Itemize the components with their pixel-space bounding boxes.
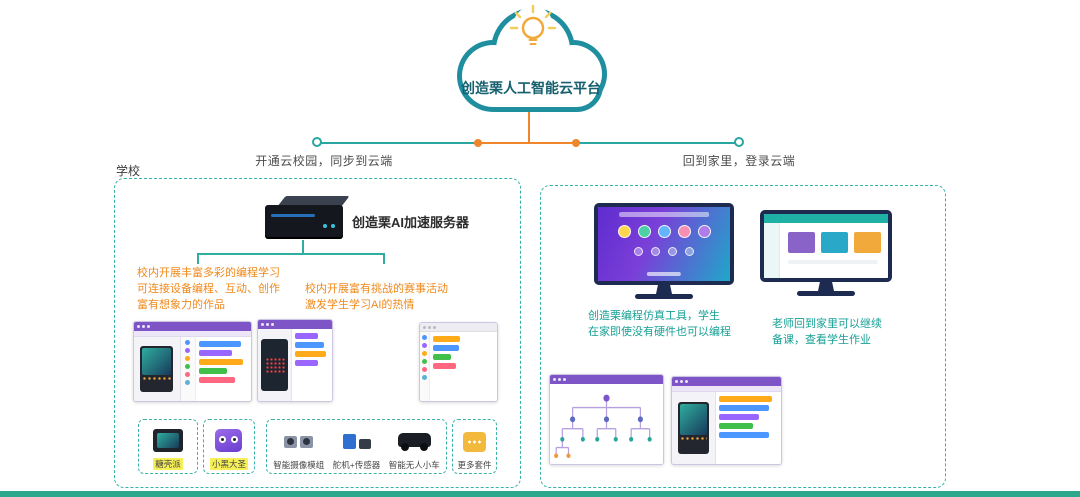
board-preview-panel <box>258 329 293 401</box>
device-preview-panel <box>134 337 181 401</box>
branch-line <box>197 253 199 264</box>
flow-label-school: 开通云校园，同步到云端 <box>255 154 393 168</box>
code-blocks <box>292 329 332 401</box>
flow-node-mid-right <box>572 139 580 147</box>
portal-screen <box>764 214 888 278</box>
branch-line <box>302 240 304 254</box>
kit-item: 糖壳派 <box>153 424 183 470</box>
flow-node-mid-left <box>474 139 482 147</box>
home-note-2: 老师回到家里可以继续 备课，查看学生作业 <box>772 318 882 346</box>
servo-sensor-icon <box>342 434 371 450</box>
block-palette <box>180 337 196 401</box>
kit-label: 智能无人小车 <box>388 459 440 470</box>
ai-server-label: 创造栗AI加速服务器 <box>352 215 470 230</box>
code-blocks <box>430 332 467 401</box>
lightbulb-icon <box>509 4 557 45</box>
flow-line-right <box>576 142 738 144</box>
school-note-1: 校内开展丰富多彩的编程学习 可连接设备编程、互动、创作 富有想象力的作品 <box>137 267 280 311</box>
flow-line-mid <box>480 142 576 144</box>
robot-car-icon <box>397 432 431 451</box>
window-toolbar <box>672 386 781 392</box>
flow-line-left <box>318 142 480 144</box>
home-zone <box>540 185 946 488</box>
camera-module-icon <box>284 435 314 448</box>
kit-item: 小黑大圣 <box>209 424 248 470</box>
school-zone-label: 学校 <box>116 164 141 178</box>
tablet-device-icon <box>153 429 183 453</box>
window-titlebar <box>672 377 781 386</box>
kit-box-more: 更多套件 <box>452 419 497 474</box>
school-zone <box>114 178 521 488</box>
screenshot-board-ide <box>257 319 333 402</box>
platform-screen <box>598 207 730 281</box>
kit-item: 智能摄像模组 <box>273 424 324 470</box>
tree-diagram <box>554 394 652 459</box>
simulation-monitor-icon <box>594 203 734 299</box>
screenshot-simulation-ide <box>671 376 782 465</box>
kit-label: 糖壳派 <box>153 457 183 470</box>
cloud-icon: 创造栗人工智能云平台 <box>457 4 607 112</box>
screenshot-coding-ide <box>133 321 252 402</box>
stage-canvas <box>466 332 497 401</box>
kit-box-robot: 小黑大圣 <box>203 419 255 474</box>
robot-device-icon <box>215 429 243 453</box>
branch-line <box>383 253 385 264</box>
flow-node-left <box>312 137 322 147</box>
teacher-monitor-icon <box>760 210 892 296</box>
screenshot-node-graph <box>549 374 664 465</box>
cloud-title: 创造栗人工智能云平台 <box>460 80 601 96</box>
branch-line <box>197 253 384 255</box>
window-titlebar <box>550 375 663 384</box>
kit-label: 舵机+传感器 <box>332 459 381 470</box>
kit-label: 更多套件 <box>457 459 492 470</box>
home-note-1: 创造栗编程仿真工具，学生 在家即使没有硬件也可以编程 <box>588 310 731 338</box>
flow-node-right <box>734 137 744 147</box>
bottom-section-strip <box>0 491 1080 497</box>
screenshot-scratch-editor <box>419 322 498 402</box>
kit-label: 小黑大圣 <box>209 457 248 470</box>
code-blocks <box>715 392 781 464</box>
device-preview-panel <box>672 392 716 464</box>
kit-box-pai: 糖壳派 <box>138 419 198 474</box>
kit-item: 智能无人小车 <box>389 424 440 470</box>
cloud-drop-line <box>528 112 530 143</box>
window-titlebar <box>420 323 497 332</box>
kit-item: 更多套件 <box>457 424 492 470</box>
kit-box-modules: 智能摄像模组 舵机+传感器 智能无人小车 <box>266 419 447 474</box>
code-blocks <box>196 337 251 401</box>
flow-label-home: 回到家里，登录云端 <box>682 154 796 168</box>
school-note-2: 校内开展富有挑战的赛事活动 激发学生学习AI的热情 <box>305 283 448 311</box>
window-titlebar <box>134 322 251 331</box>
kit-item: 舵机+传感器 <box>333 424 380 470</box>
more-kits-icon <box>462 431 486 452</box>
block-palette <box>420 332 430 401</box>
window-toolbar <box>134 331 251 337</box>
ai-server-icon <box>263 194 350 242</box>
kit-label: 智能摄像模组 <box>273 459 325 470</box>
window-titlebar <box>258 320 332 329</box>
